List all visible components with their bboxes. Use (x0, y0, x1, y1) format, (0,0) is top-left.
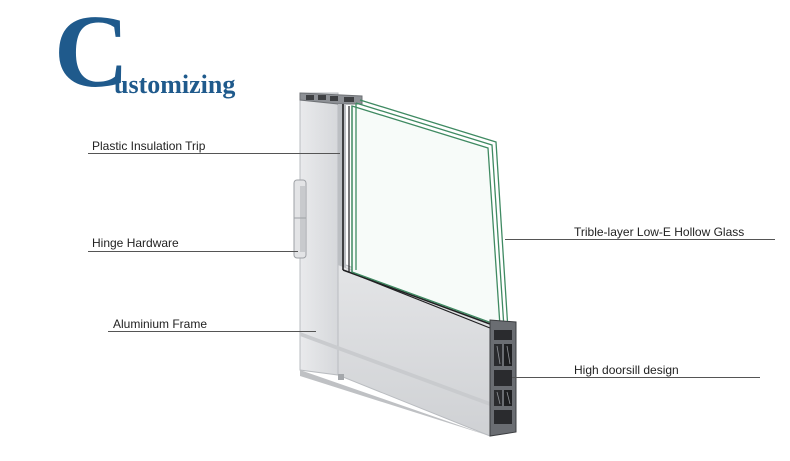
callout-glass: Trible-layer Low-E Hollow Glass (574, 225, 745, 239)
title-word: ustomizing (114, 70, 236, 99)
callout-plastic-insulation: Plastic Insulation Trip (92, 139, 206, 153)
page-title: C ustomizing (54, 0, 274, 110)
glass-panes (351, 99, 509, 331)
callout-aluminium-frame: Aluminium Frame (113, 317, 208, 331)
leader-line (108, 331, 316, 332)
title-initial-letter: C (54, 0, 129, 109)
leader-line (88, 153, 340, 154)
callout-hinge-hardware: Hinge Hardware (92, 236, 179, 250)
hinge-icon (293, 179, 307, 259)
callout-doorsill: High doorsill design (574, 363, 679, 377)
leader-line (512, 377, 760, 378)
leader-line (88, 251, 298, 252)
leader-line (505, 239, 775, 240)
